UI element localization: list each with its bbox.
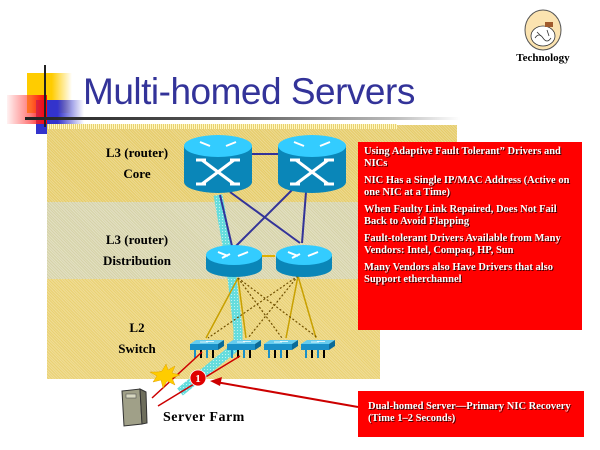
title-decoration-dotted-bar (47, 124, 397, 129)
access-layer-label: L2 Switch (72, 317, 202, 359)
access-layer-band: L2 Switch (47, 279, 380, 379)
distribution-layer-label-line1: L3 (router) (105, 232, 169, 247)
access-switch-1 (190, 340, 224, 358)
core-layer-label-line2: Core (123, 166, 151, 181)
failure-explosion-icon (149, 363, 181, 389)
distribution-layer-label-line2: Distribution (103, 253, 171, 268)
distribution-access-links (205, 275, 319, 339)
callout-point: When Faulty Link Repaired, Does Not Fail… (364, 204, 557, 227)
callout-point: Many Vendors also Have Drivers that also… (364, 262, 553, 285)
core-router-1 (184, 135, 252, 193)
link-core2-dist2 (301, 191, 307, 244)
core-layer-label: L3 (router) Core (72, 142, 202, 184)
access-switch-2 (227, 340, 261, 358)
server-icon (121, 388, 148, 427)
router-arrows-icon (196, 158, 240, 186)
recovery-callout: Dual-homed Server—Primary NIC Recovery (… (358, 391, 584, 437)
distribution-layer-label: L3 (router) Distribution (72, 229, 202, 271)
slide-title: Multi-homed Servers (83, 71, 415, 112)
title-underline (25, 117, 460, 120)
callout-point: NIC Has a Single IP/MAC Address (Active … (364, 175, 570, 198)
link-core1-dist1 (219, 194, 233, 247)
features-callout: Using Adaptive Fault Tolerant” Drivers a… (358, 142, 582, 330)
callout-point: Using Adaptive Fault Tolerant” Drivers a… (364, 146, 561, 169)
server-farm-label: Server Farm (163, 410, 245, 425)
title-decoration-vertical-line (44, 65, 46, 127)
svg-text:1: 1 (195, 373, 201, 385)
core-router-2 (278, 135, 346, 193)
distribution-router-1 (206, 245, 262, 277)
callout-arrow (210, 377, 359, 408)
distribution-router-2 (276, 245, 332, 277)
logo-caption: Technology (516, 52, 570, 64)
access-layer-label-line1: L2 (129, 320, 145, 335)
access-switch-3 (264, 340, 298, 358)
access-layer-label-line2: Switch (118, 341, 156, 356)
technology-logo-icon (524, 9, 562, 51)
access-switch-4 (301, 340, 335, 358)
router-arrows-icon (290, 158, 334, 186)
failure-marker-badge: 1 (189, 369, 207, 387)
core-layer-label-line1: L3 (router) (105, 145, 169, 160)
callout-point: Fault-tolerant Drivers Available from Ma… (364, 233, 561, 256)
link-core2-dist1 (235, 189, 293, 247)
